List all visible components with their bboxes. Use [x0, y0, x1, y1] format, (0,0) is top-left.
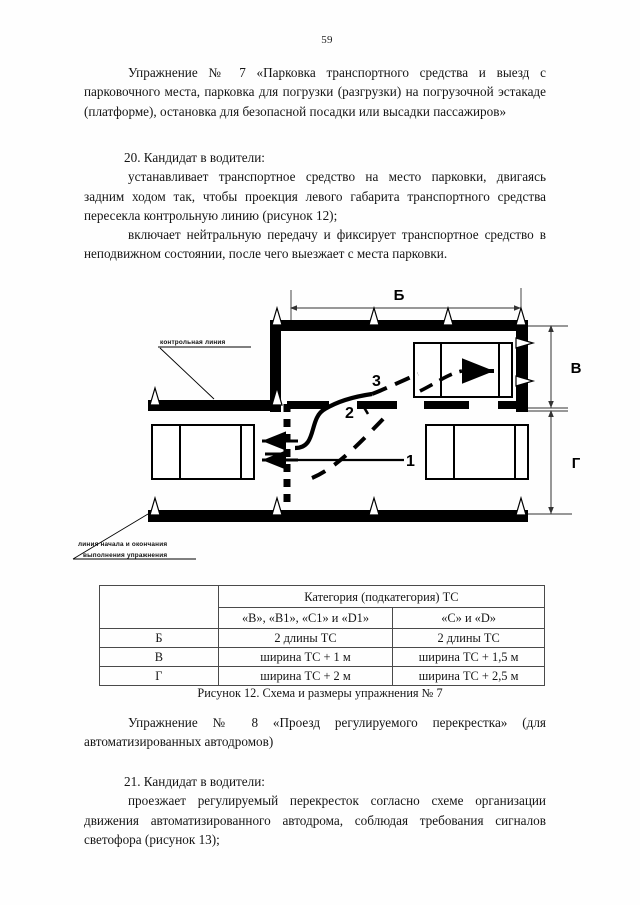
dim-label-g: Г — [572, 455, 581, 472]
dimension-g: Г — [528, 410, 581, 515]
dim-label-v: В — [571, 360, 582, 377]
direction-arrows-left — [262, 431, 298, 470]
barrier-left-horizontal — [148, 400, 281, 411]
paragraph-20-lead: 20. Кандидат в водители: — [124, 150, 265, 165]
dimensions-table-wrapper: Категория (подкатегория) ТС «В», «В1», «… — [99, 585, 546, 686]
marker-label-1: 1 — [406, 453, 415, 470]
trajectory-inside-vehicle — [419, 369, 463, 393]
figure-12-caption: Рисунок 12. Схема и размеры упражнения №… — [197, 686, 443, 700]
table-cell: ширина ТС + 2,5 м — [392, 666, 545, 686]
table-corner-cell — [99, 585, 219, 629]
table-row: Б 2 длины ТС 2 длины ТС — [99, 628, 545, 648]
exercise-7-title: Упражнение № 7 «Парковка транспортного с… — [84, 65, 546, 119]
table-cell: ширина ТС + 1 м — [217, 647, 394, 667]
table-cell: ширина ТС + 1,5 м — [392, 647, 545, 667]
barrier-left-vertical — [270, 320, 281, 412]
table-col-header-2: «С» и «D» — [392, 607, 545, 629]
trajectory-curve-dashed-2 — [311, 416, 386, 480]
vehicle-left — [151, 424, 255, 480]
table-row-label: В — [99, 647, 219, 667]
trajectory-curve-solid — [294, 391, 373, 451]
table-cell: 2 длины ТС — [217, 628, 394, 648]
exercise-8-heading-block: Упражнение № 8 «Проезд регулируемого пер… — [84, 713, 546, 752]
start-finish-label-line2: выполнения упражнения — [83, 552, 167, 559]
marker-label-2: 2 — [345, 405, 354, 422]
dim-label-b: Б — [394, 287, 405, 304]
dimension-v: В — [528, 325, 582, 409]
table-cell: ширина ТС + 2 м — [217, 666, 394, 686]
marker-label-3: 3 — [372, 373, 381, 390]
exercise-7-heading-block: Упражнение № 7 «Парковка транспортного с… — [84, 63, 546, 121]
paragraph-20-item-2: включает нейтральную передачу и фиксируе… — [84, 227, 546, 262]
vehicle-right — [425, 424, 529, 480]
cone-markers — [149, 305, 536, 516]
marker-2-tick — [360, 403, 370, 415]
control-line-callout: контрольная линия — [158, 339, 251, 400]
dimensions-table: Категория (подкатегория) ТС «В», «В1», «… — [99, 585, 546, 686]
exercise-8-title: Упражнение № 8 «Проезд регулируемого пер… — [84, 715, 546, 750]
table-row: Г ширина ТС + 2 м ширина ТС + 2,5 м — [99, 666, 545, 686]
paragraph-20-block: 20. Кандидат в водители: устанавливает т… — [84, 148, 546, 264]
table-row-label: Б — [99, 628, 219, 648]
trajectory-curve-dashed-3 — [371, 372, 419, 396]
parking-box-lower-dashes — [287, 401, 520, 409]
barrier-right-vertical — [516, 320, 528, 412]
table-row: В ширина ТС + 1 м ширина ТС + 1,5 м — [99, 647, 545, 667]
page-number: 59 — [321, 34, 333, 46]
start-finish-label-line1: линия начала и окончания — [78, 541, 167, 548]
barrier-top — [270, 320, 528, 331]
paragraph-21-block: 21. Кандидат в водители: проезжает регул… — [84, 772, 546, 849]
paragraph-21-lead: 21. Кандидат в водители: — [124, 774, 265, 789]
table-row-label: Г — [99, 666, 219, 686]
table-col-header-1: «В», «В1», «С1» и «D1» — [217, 607, 394, 629]
barrier-bottom — [148, 510, 528, 522]
paragraph-20-item-1: устанавливает транспортное средство на м… — [84, 169, 546, 223]
paragraph-21-item-1: проезжает регулируемый перекресток согла… — [84, 793, 546, 847]
table-cell: 2 длины ТС — [392, 628, 545, 648]
table-header-group: Категория (подкатегория) ТС — [217, 585, 546, 608]
start-finish-callout: линия начала и окончания выполнения упра… — [72, 513, 196, 560]
figure-12-diagram: Б — [0, 278, 640, 574]
control-line-label: контрольная линия — [160, 339, 226, 346]
